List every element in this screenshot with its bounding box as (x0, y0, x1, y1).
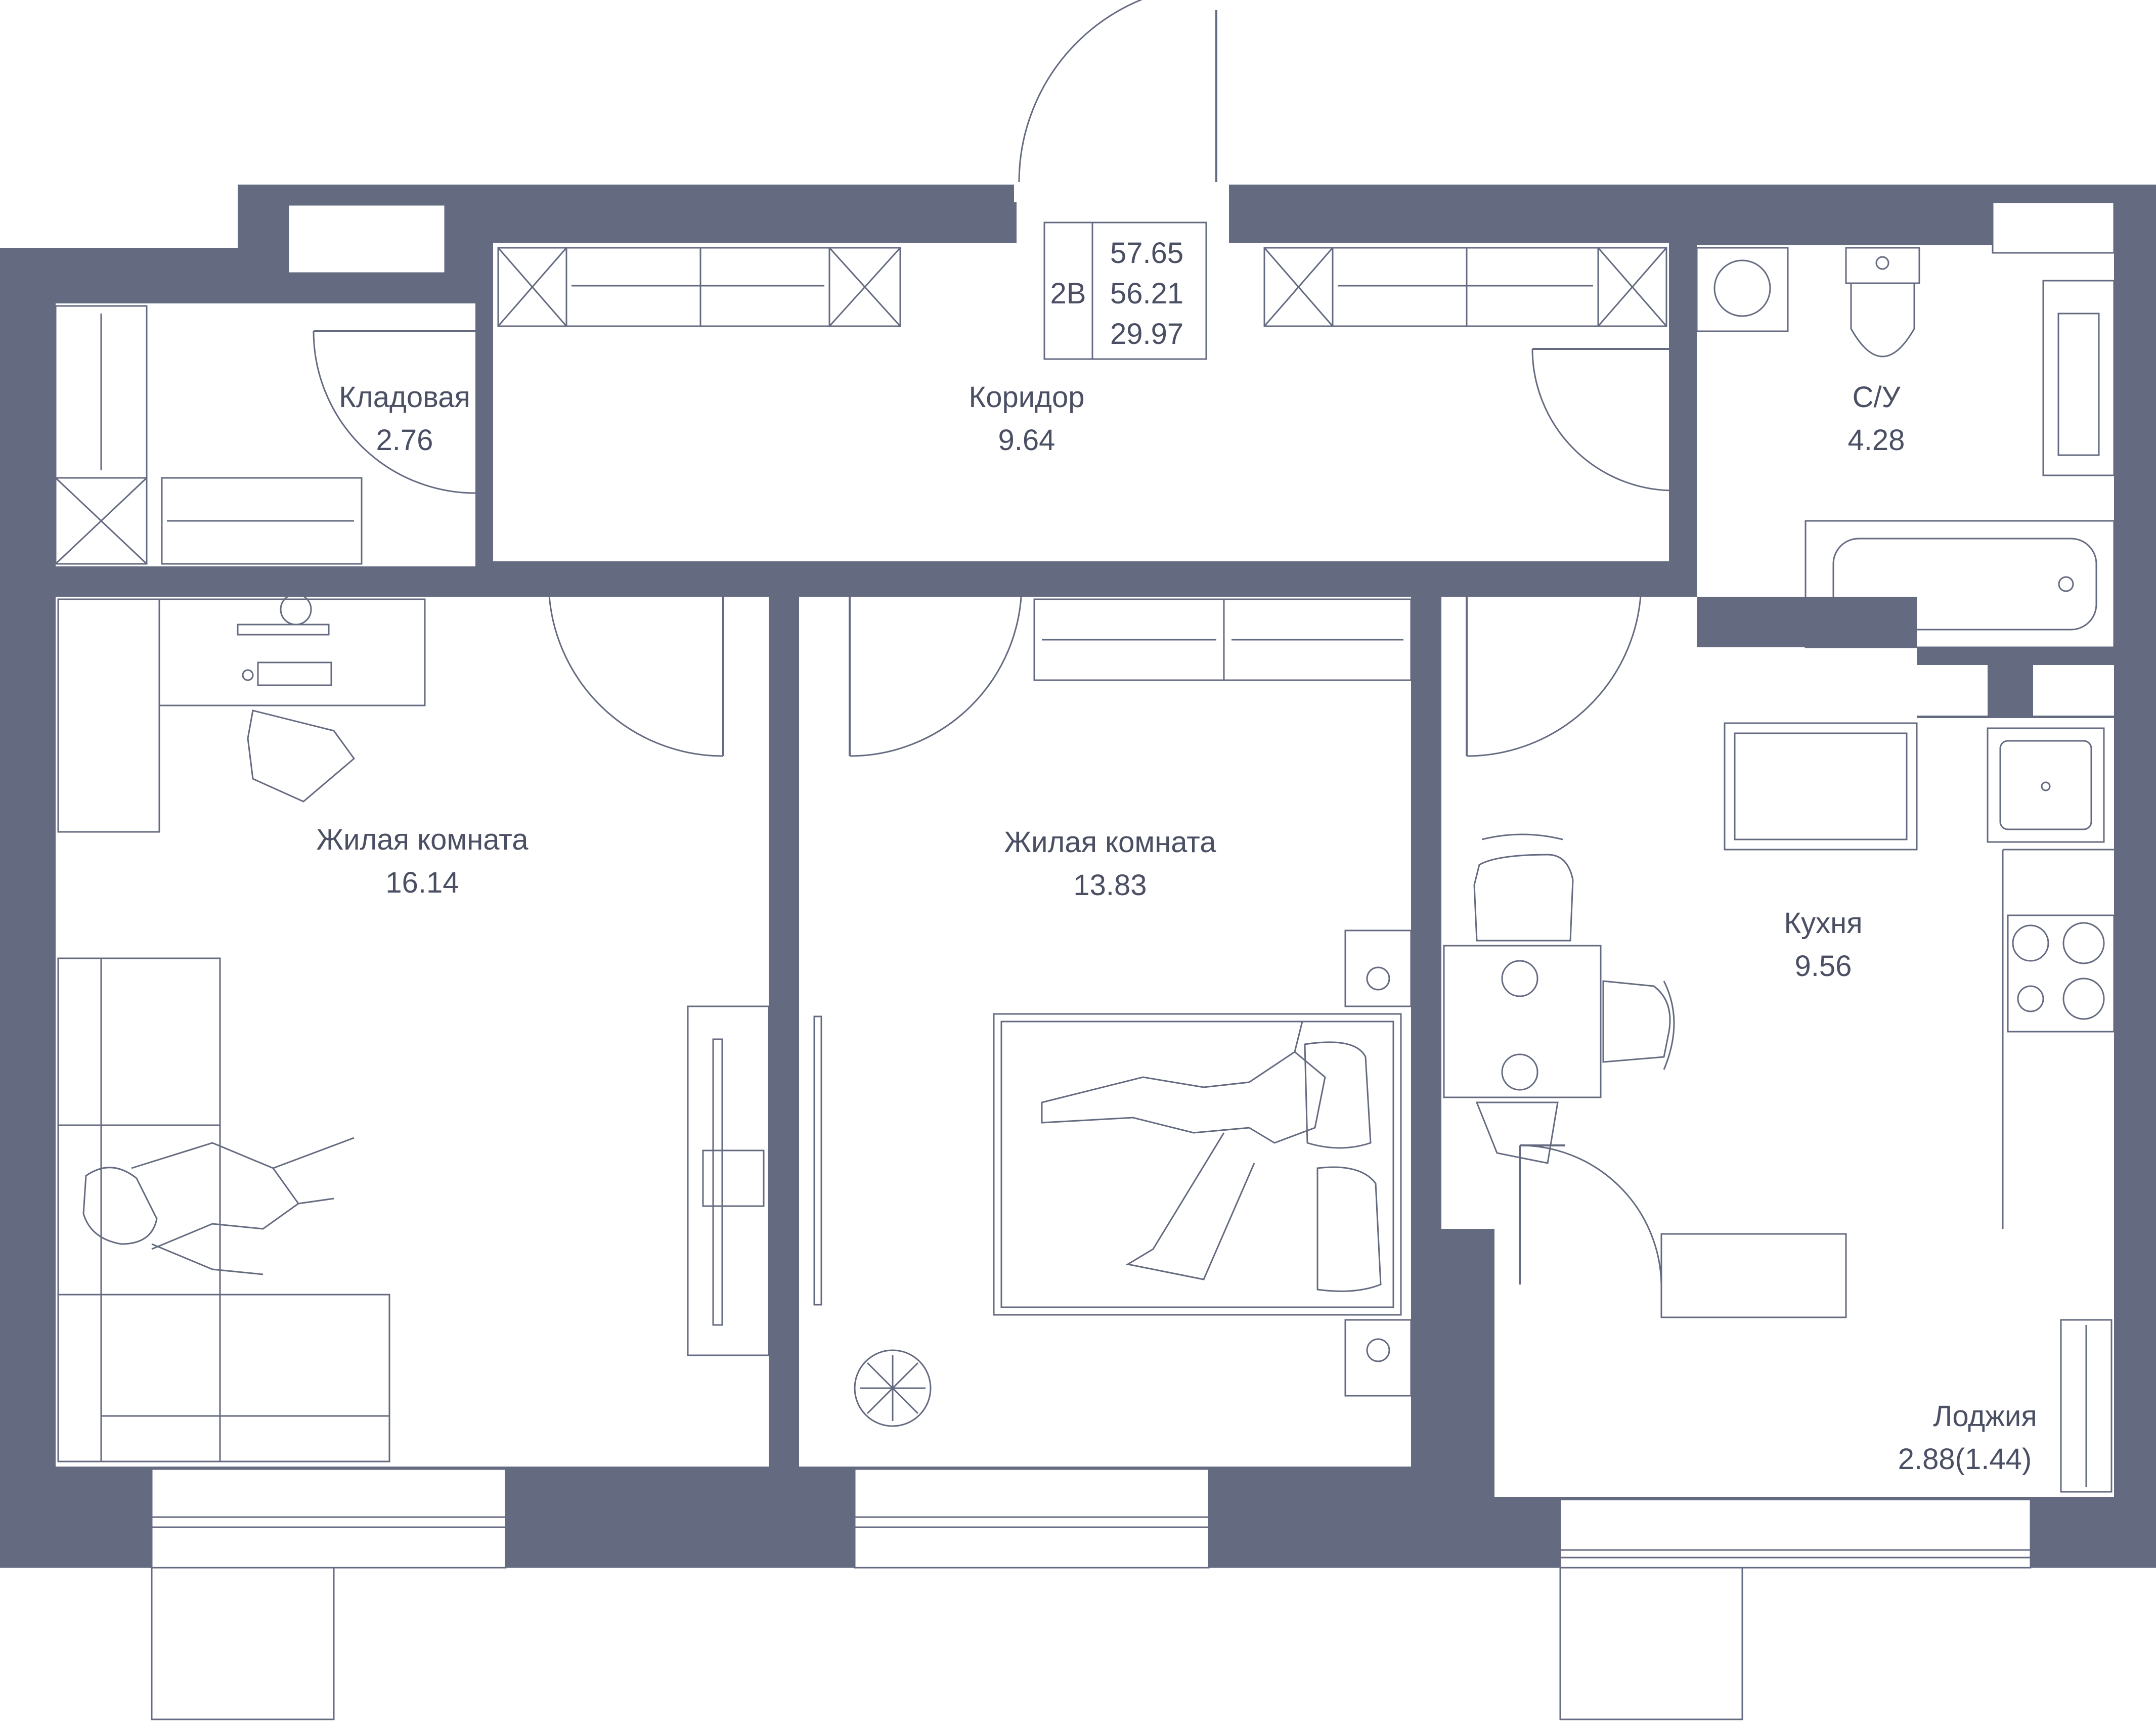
room-area-storage: 2.76 (376, 424, 433, 457)
window-opening (152, 1469, 506, 1568)
area-without-loggia: 56.21 (1110, 277, 1183, 310)
pillow-icon (1316, 1166, 1382, 1292)
toilet-icon (1845, 247, 1920, 284)
room-name-living1: Жилая комната (317, 823, 529, 856)
room-name-living2: Жилая комната (1004, 826, 1217, 859)
person-icon (1041, 1021, 1326, 1280)
window-opening (1679, 665, 1816, 716)
nightstand-icon (1344, 1319, 1412, 1397)
stove-icon (2007, 914, 2115, 1033)
plate-icon (1501, 1053, 1538, 1091)
storage-furniture (55, 305, 363, 565)
room-name-storage: Кладовая (339, 381, 470, 414)
window-opening (1811, 665, 1841, 716)
living-area: 29.97 (1110, 318, 1183, 350)
keyboard-icon (257, 661, 332, 686)
chair-icon (1602, 980, 1671, 1063)
room-name-kitchen: Кухня (1784, 907, 1862, 940)
room-area-living1: 16.14 (385, 866, 459, 899)
walls (0, 182, 2156, 1568)
sink-icon (2042, 280, 2115, 476)
bathroom-fixtures (1696, 247, 2115, 648)
room-area-kitchen: 9.56 (1795, 950, 1852, 983)
room-name-bathroom: С/У (1853, 381, 1901, 414)
monitor-icon (237, 624, 330, 636)
doors (313, 0, 1847, 1318)
tv-stand-icon (687, 1005, 770, 1356)
fridge-icon (1724, 722, 1918, 851)
window-opening (1993, 202, 2114, 253)
bed-icon (993, 1013, 1402, 1316)
living1-furniture (57, 593, 770, 1462)
chair-icon (247, 710, 356, 803)
total-area: 57.65 (1110, 237, 1183, 270)
table-icon (1443, 945, 1602, 1098)
nightstand-icon (1344, 929, 1412, 1007)
info-box (1043, 221, 1207, 360)
pillow-icon (1304, 1041, 1372, 1149)
kitchen-furniture (1443, 722, 2115, 1229)
tv-panel-icon (813, 1015, 822, 1306)
sofa-icon (57, 957, 221, 1296)
window-frames (151, 201, 2115, 1720)
shelf-icon (2060, 1319, 2113, 1493)
plate-icon (1501, 960, 1538, 997)
plant-icon (854, 1349, 932, 1427)
room-area-corridor: 9.64 (998, 424, 1055, 457)
room-name-loggia: Лоджия (1933, 1400, 2037, 1433)
loggia-furniture (2060, 1319, 2113, 1493)
wardrobe-icon (57, 598, 160, 833)
room-area-bathroom: 4.28 (1848, 424, 1905, 457)
window-opening (288, 205, 445, 273)
washing-machine-icon (1696, 247, 1789, 332)
kitchen-sink-icon (1987, 727, 2105, 843)
room-name-corridor: Коридор (969, 381, 1084, 414)
chair-icon (1473, 854, 1574, 942)
room-area-loggia: 2.88(1.44) (1898, 1443, 2032, 1476)
apartment-info: 2В 57.65 56.21 29.97 (1043, 221, 1207, 360)
bathtub-icon (1805, 520, 2115, 648)
window-opening (1866, 665, 1988, 716)
wardrobe-icon (1033, 598, 1412, 681)
window-opening (2033, 665, 2114, 716)
window-opening (1560, 1499, 2031, 1568)
window-opening (855, 1469, 1209, 1568)
corridor-wardrobes (497, 247, 1667, 327)
chair-icon (1475, 1101, 1559, 1164)
living2-furniture (813, 598, 1412, 1427)
person-icon (82, 1137, 355, 1275)
door-opening (1017, 182, 1229, 243)
desk-icon (158, 598, 426, 706)
room-labels: Кладовая 2.76 Коридор 9.64 С/У 4.28 Жила… (317, 381, 2037, 1476)
apartment-type: 2В (1050, 277, 1086, 310)
room-area-living2: 13.83 (1073, 869, 1147, 902)
